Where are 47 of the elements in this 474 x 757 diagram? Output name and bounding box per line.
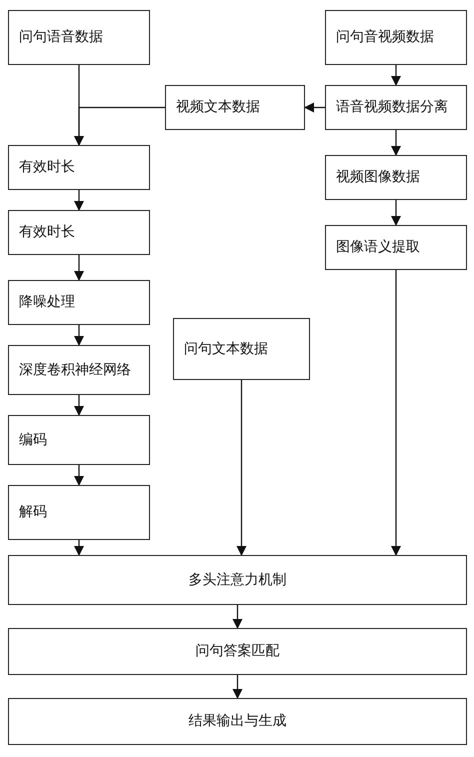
box-label: 问句音视频数据 [336, 28, 434, 47]
process-box [173, 318, 310, 380]
arrow [236, 380, 246, 556]
process-box [8, 698, 467, 745]
box-label: 视频图像数据 [336, 168, 420, 187]
box-label: 语音视频数据分离 [336, 98, 448, 117]
process-box [8, 10, 150, 65]
process-box [325, 85, 467, 130]
box-label: 问句语音数据 [19, 28, 103, 47]
process-box [325, 225, 467, 270]
arrow [391, 65, 401, 86]
arrow [74, 190, 84, 211]
process-box [8, 145, 150, 190]
arrow [74, 540, 84, 556]
box-label: 降噪处理 [19, 293, 75, 312]
process-box [8, 485, 150, 540]
arrow [391, 270, 401, 556]
arrow [391, 130, 401, 156]
box-label: 深度卷积神经网络 [19, 360, 131, 380]
box-label: 有效时长 [19, 223, 75, 242]
process-box [8, 628, 467, 675]
arrow [74, 106, 165, 146]
process-box [8, 555, 467, 605]
process-box [325, 155, 467, 200]
box-label: 问句文本数据 [184, 340, 268, 358]
box-label: 有效时长 [19, 158, 75, 177]
box-label: 解码 [19, 503, 47, 522]
arrow [74, 395, 84, 416]
box-label: 问句答案匹配 [196, 642, 280, 661]
box-label: 编码 [19, 430, 47, 450]
arrow [232, 605, 242, 629]
arrow [74, 465, 84, 486]
box-label: 视频文本数据 [176, 98, 260, 117]
process-box [8, 210, 150, 255]
box-label: 图像语义提取 [336, 238, 420, 257]
arrow [391, 200, 401, 226]
arrow [74, 325, 84, 346]
process-box [165, 85, 305, 130]
box-label: 多头注意力机制 [188, 570, 286, 590]
process-box [325, 10, 467, 65]
box-label: 结果输出与生成 [188, 712, 286, 731]
arrow [232, 675, 242, 699]
arrow [304, 102, 325, 112]
arrow [74, 255, 84, 281]
process-box [8, 415, 150, 465]
process-box [8, 345, 150, 395]
process-box [8, 280, 150, 325]
